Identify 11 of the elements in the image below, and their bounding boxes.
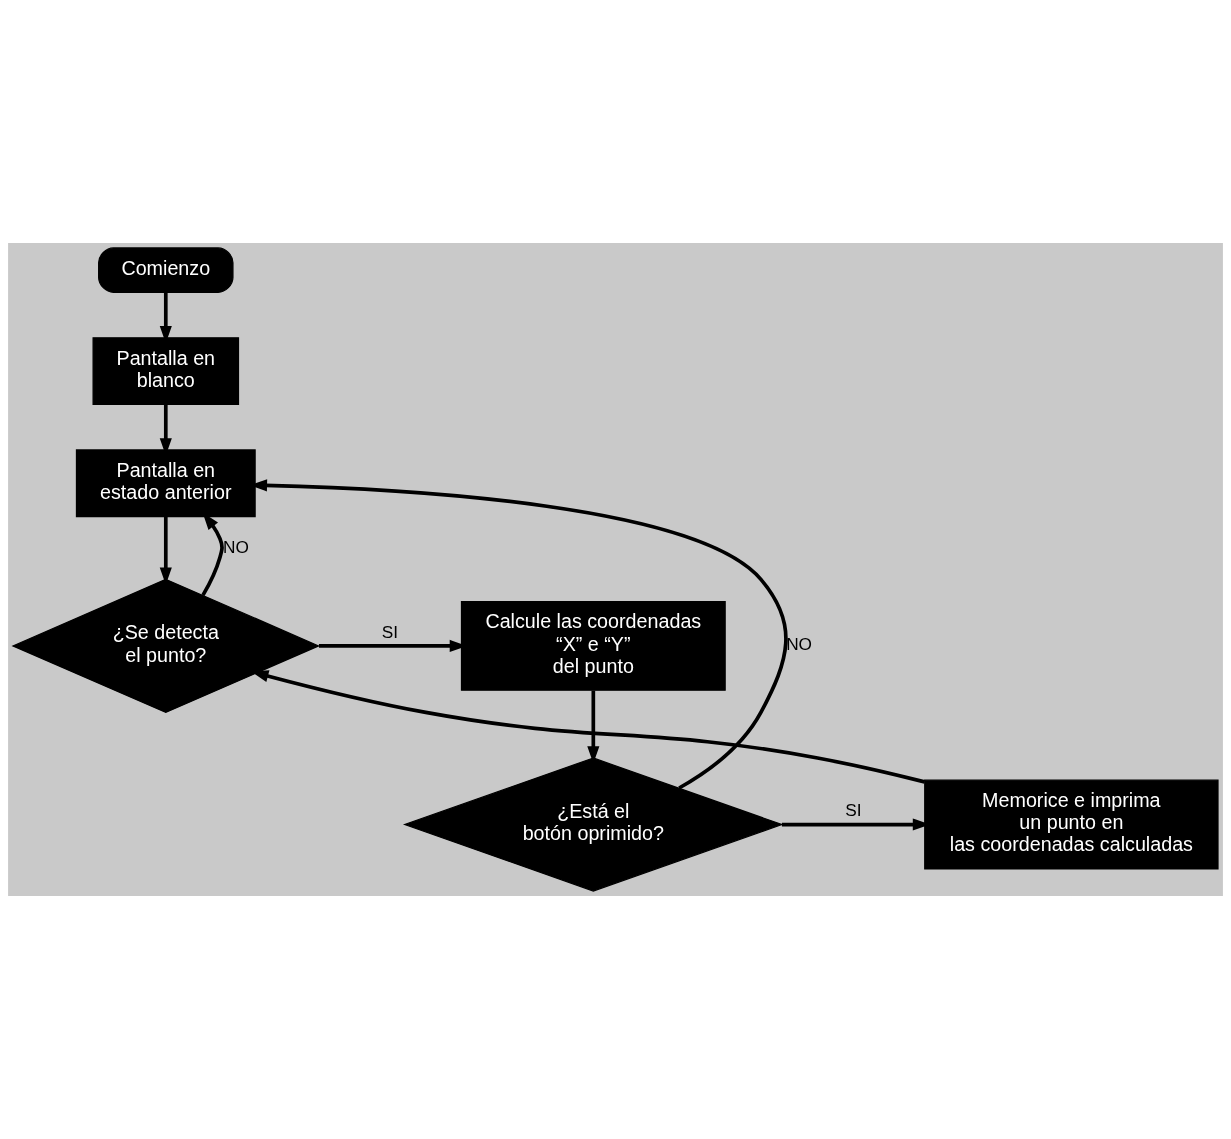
- node-box: Comienzo: [98, 247, 234, 293]
- node-diamond: ¿Se detecta el punto?: [11, 578, 321, 714]
- node-box: Pantalla en blanco: [92, 337, 240, 405]
- edge-label: NO: [223, 536, 249, 557]
- edge-label: SI: [845, 800, 862, 821]
- node-box: Memorice e imprima un punto en las coordenadas calculadas: [924, 779, 1219, 870]
- node-diamond: ¿Está el botón oprimido?: [402, 757, 784, 892]
- node-box: Pantalla en estado anterior: [75, 449, 256, 518]
- edge-label: SI: [381, 621, 399, 642]
- node-box: Calcule las coordenadas “X” e “Y” del punto: [460, 600, 726, 691]
- edge-label: NO: [786, 634, 813, 655]
